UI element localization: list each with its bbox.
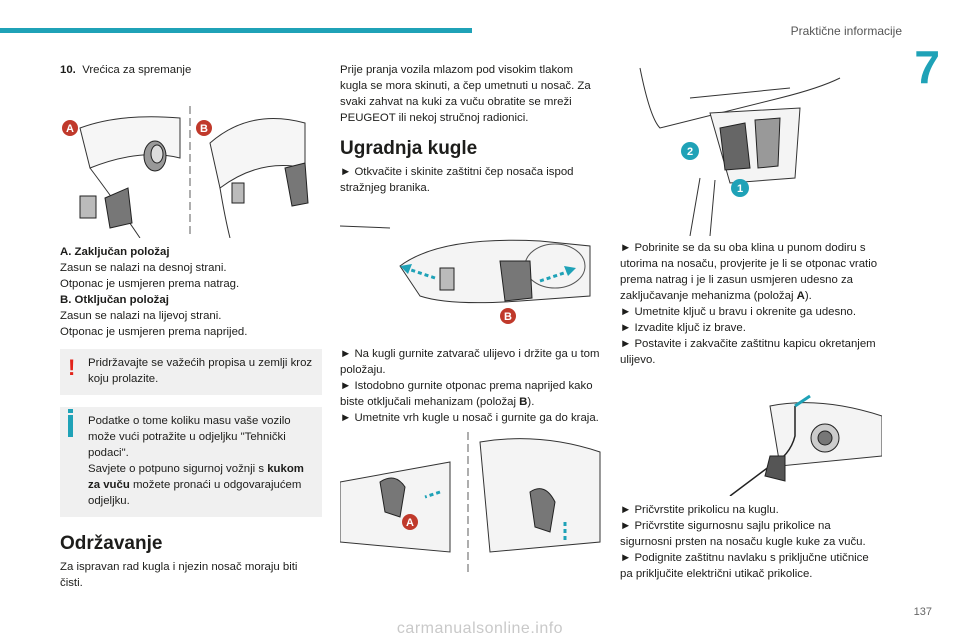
column-right: 2 1 ► Pobrinite se da su oba klina u pun…: [620, 58, 882, 582]
fig-num-1: 1: [737, 183, 743, 195]
item-heading: 10. Vrećica za spremanje: [60, 64, 192, 76]
section-title: Praktične informacije: [790, 24, 902, 38]
maintenance-heading: Održavanje: [60, 533, 163, 554]
fig-label-a: A: [66, 123, 74, 135]
position-descriptions: A. Zaključan položaj Zasun se nalazi na …: [60, 246, 248, 338]
fig-label-a: A: [406, 517, 414, 529]
key-lock-figure: 2 1: [639, 67, 841, 236]
safety-cable-figure: [729, 394, 882, 496]
info-icon: [68, 409, 73, 437]
warning-note: ! Pridržavajte se važećih propisa u zeml…: [60, 349, 322, 395]
steps-right-bottom: ► Pričvrstite prikolicu na kuglu. ► Prič…: [620, 504, 869, 580]
fig-num-2: 2: [687, 146, 693, 158]
column-left: 10. Vrećica za spremanje A B A. Zaključa…: [60, 62, 322, 591]
column-middle: Prije pranja vozila mlazom pod visokim t…: [340, 62, 602, 572]
page-number: 137: [913, 606, 932, 618]
fig-label-b: B: [504, 311, 512, 323]
install-heading: Ugradnja kugle: [340, 138, 478, 159]
chapter-number: 7: [914, 41, 940, 93]
latch-positions-figure: A B: [62, 106, 309, 238]
info-note: Podatke o tome koliku masu vaše vozilo m…: [60, 407, 322, 517]
watermark: carmanualsonline.info: [396, 620, 564, 637]
unlocked-title: B. Otključan položaj: [60, 294, 169, 306]
ball-latch-figure: B: [340, 225, 591, 324]
warning-icon: !: [68, 355, 76, 380]
steps-right: ► Pobrinite se da su oba klina u punom d…: [620, 242, 878, 366]
locked-title: A. Zaključan položaj: [60, 246, 170, 258]
header-accent-bar: [0, 28, 472, 33]
fig-label-b: B: [200, 123, 208, 135]
ball-insert-figure: A: [340, 432, 601, 572]
